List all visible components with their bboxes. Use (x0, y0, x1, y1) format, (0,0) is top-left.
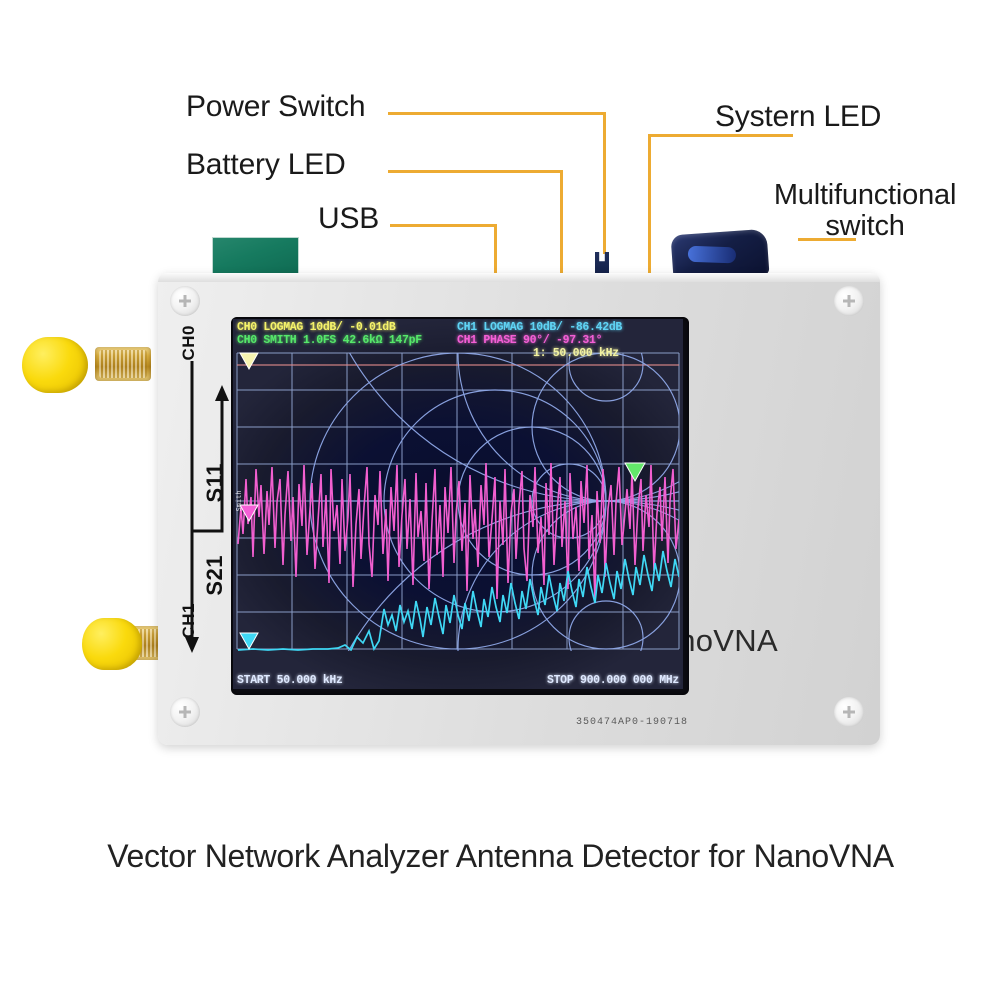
sma-connector-ch0 (95, 347, 151, 381)
osd-trace3-line: CH1 PHASE 90°/ -97.31° (457, 334, 603, 347)
corner-screw-top-right (834, 286, 864, 316)
leader-line-usb-horizontal (390, 224, 497, 227)
callout-label-battery-led: Battery LED (186, 148, 346, 181)
svg-text:Smith: Smith (235, 490, 243, 511)
leader-line-battery-led-vertical (560, 170, 563, 276)
osd-marker-readout: 1: 50.000 kHz (533, 347, 619, 360)
callout-label-power-switch: Power Switch (186, 90, 366, 123)
osd-start-frequency: START 50.000 kHz (237, 674, 343, 687)
vna-plot-graphics: Smith (235, 352, 680, 651)
signal-path-diagram (185, 361, 229, 653)
leader-line-power-switch-horizontal (388, 112, 606, 115)
callout-label-multifunctional-switch: Multifunctional switch (773, 179, 957, 242)
osd-trace1-line: CH0 SMITH 1.0FS 42.6kΩ 147pF (237, 334, 422, 347)
trace-ch1-phase (237, 462, 679, 602)
osd-trace0-line: CH0 LOGMAG 10dB/ -0.01dB (237, 321, 396, 334)
leader-line-system-led-vertical (648, 134, 651, 276)
leader-line-system-led-horizontal (648, 134, 793, 137)
product-caption: Vector Network Analyzer Antenna Detector… (107, 838, 894, 874)
corner-screw-bottom-right (834, 697, 864, 727)
nanovna-device-body: NanoVNA 350474AP0-190718 CH0 CH1 S11 S21 (158, 273, 880, 745)
leader-line-multifunctional-switch-underline (798, 238, 856, 241)
usb-pcb-tab (212, 237, 299, 277)
leader-line-battery-led-horizontal (388, 170, 563, 173)
protective-cap-ch1 (82, 618, 142, 670)
trace-ch1-logmag (237, 550, 679, 651)
callout-label-system-led: Systern LED (715, 100, 882, 133)
osd-stop-frequency: STOP 900.000 000 MHz (546, 674, 679, 687)
leader-line-usb-vertical (494, 224, 497, 277)
lcd-bezel: Smith CH0 LOGMAG 10dB/ -0.01dB CH0 SMITH… (231, 317, 689, 695)
protective-cap-ch0 (22, 337, 88, 393)
corner-screw-top-left (170, 286, 200, 316)
power-switch-hardware[interactable] (595, 252, 609, 274)
smith-chart-overlay (309, 353, 679, 651)
channel-markers (239, 352, 646, 651)
leader-line-power-switch-vertical (603, 112, 606, 254)
serial-number: 350474AP0-190718 (576, 717, 689, 728)
callout-label-usb: USB (318, 202, 380, 235)
corner-screw-bottom-left (170, 697, 200, 727)
osd-trace2-line: CH1 LOGMAG 10dB/ -86.42dB (457, 321, 623, 334)
lcd-screen[interactable]: Smith CH0 LOGMAG 10dB/ -0.01dB CH0 SMITH… (233, 319, 683, 689)
